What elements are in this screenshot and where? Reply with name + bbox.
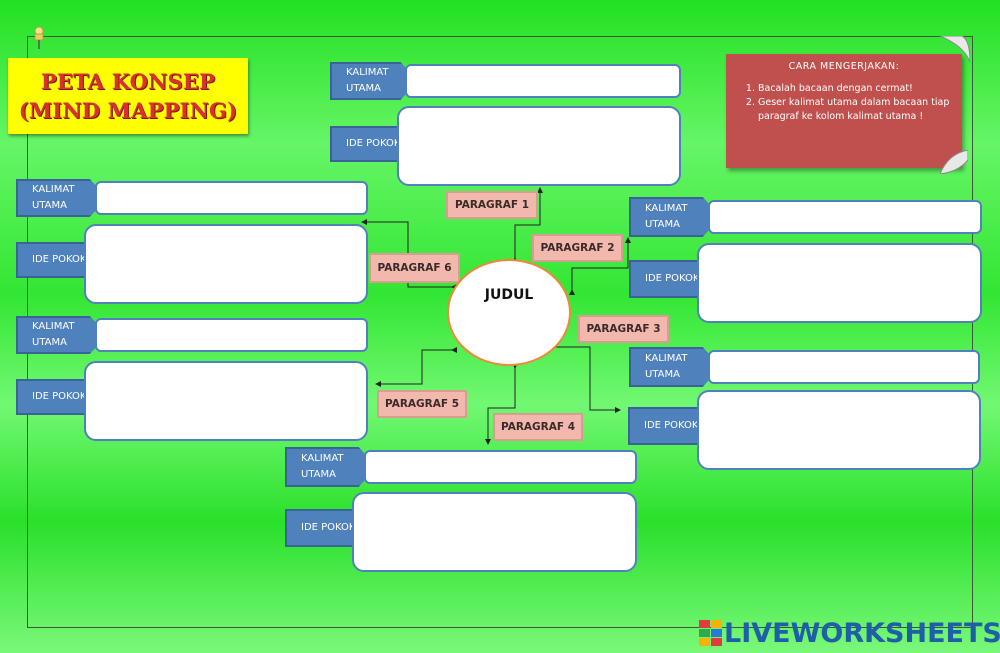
page-curl-icon	[940, 150, 968, 174]
tag-label: IDE POKOK	[644, 420, 699, 431]
liveworksheets-logo[interactable]: LIVEWORKSHEETS	[698, 616, 1000, 650]
tag-label: KALIMAT UTAMA	[32, 184, 75, 211]
paragraf-3-label: PARAGRAF 3	[578, 315, 669, 343]
instructions-list: Bacalah bacaan dengan cermat! Geser kali…	[758, 82, 952, 124]
instruction-step: Bacalah bacaan dengan cermat!	[758, 82, 952, 96]
title-line-1: PETA KONSEP	[40, 69, 216, 94]
tag-label: IDE POKOK	[32, 391, 87, 402]
tag-label: KALIMAT UTAMA	[301, 453, 344, 480]
tag-label: IDE POKOK	[346, 138, 401, 149]
paragraf-5-label: PARAGRAF 5	[377, 390, 467, 418]
kalimat-utama-dropzone[interactable]	[95, 318, 368, 352]
kalimat-utama-tag: KALIMAT UTAMA	[16, 179, 108, 217]
kalimat-utama-dropzone[interactable]	[708, 350, 980, 384]
paragraf-1-label: PARAGRAF 1	[446, 191, 538, 219]
kalimat-utama-tag: KALIMAT UTAMA	[629, 197, 721, 237]
kalimat-utama-tag: KALIMAT UTAMA	[285, 447, 377, 487]
paragraf-2-label: PARAGRAF 2	[532, 234, 623, 262]
logo-text: LIVEWORKSHEETS	[724, 617, 1000, 649]
ide-pokok-textbox[interactable]	[697, 243, 982, 323]
judul-circle: JUDUL	[447, 259, 571, 366]
pin-icon	[34, 26, 44, 49]
tag-label: IDE POKOK	[32, 254, 87, 265]
ide-pokok-textbox[interactable]	[697, 390, 981, 470]
ide-pokok-textbox[interactable]	[397, 106, 681, 186]
title-line-2: (MIND MAPPING)	[18, 98, 238, 123]
kalimat-utama-tag: KALIMAT UTAMA	[330, 62, 418, 100]
tag-label: KALIMAT UTAMA	[645, 203, 688, 230]
kalimat-utama-dropzone[interactable]	[405, 64, 681, 98]
instructions-panel: CARA MENGERJAKAN: Bacalah bacaan dengan …	[726, 54, 962, 168]
paragraf-6-label: PARAGRAF 6	[369, 253, 460, 283]
ide-pokok-textbox[interactable]	[84, 361, 368, 441]
kalimat-utama-dropzone[interactable]	[708, 200, 982, 234]
tag-label: IDE POKOK	[301, 522, 356, 533]
ide-pokok-textbox[interactable]	[352, 492, 637, 572]
instructions-heading: CARA MENGERJAKAN:	[788, 61, 900, 72]
instruction-step: Geser kalimat utama dalam bacaan tiap pa…	[758, 96, 952, 124]
tag-label: KALIMAT UTAMA	[645, 353, 688, 380]
paragraf-4-label: PARAGRAF 4	[493, 413, 583, 441]
judul-label: JUDUL	[484, 287, 534, 303]
liveworksheets-icon	[699, 620, 722, 646]
tag-label: IDE POKOK	[645, 273, 700, 284]
kalimat-utama-dropzone[interactable]	[95, 181, 368, 215]
kalimat-utama-dropzone[interactable]	[364, 450, 637, 484]
kalimat-utama-tag: KALIMAT UTAMA	[629, 347, 721, 387]
ide-pokok-textbox[interactable]	[84, 224, 368, 304]
tag-label: KALIMAT UTAMA	[32, 321, 75, 348]
tag-label: KALIMAT UTAMA	[346, 67, 389, 94]
page-title: PETA KONSEP (MIND MAPPING)	[8, 58, 248, 134]
